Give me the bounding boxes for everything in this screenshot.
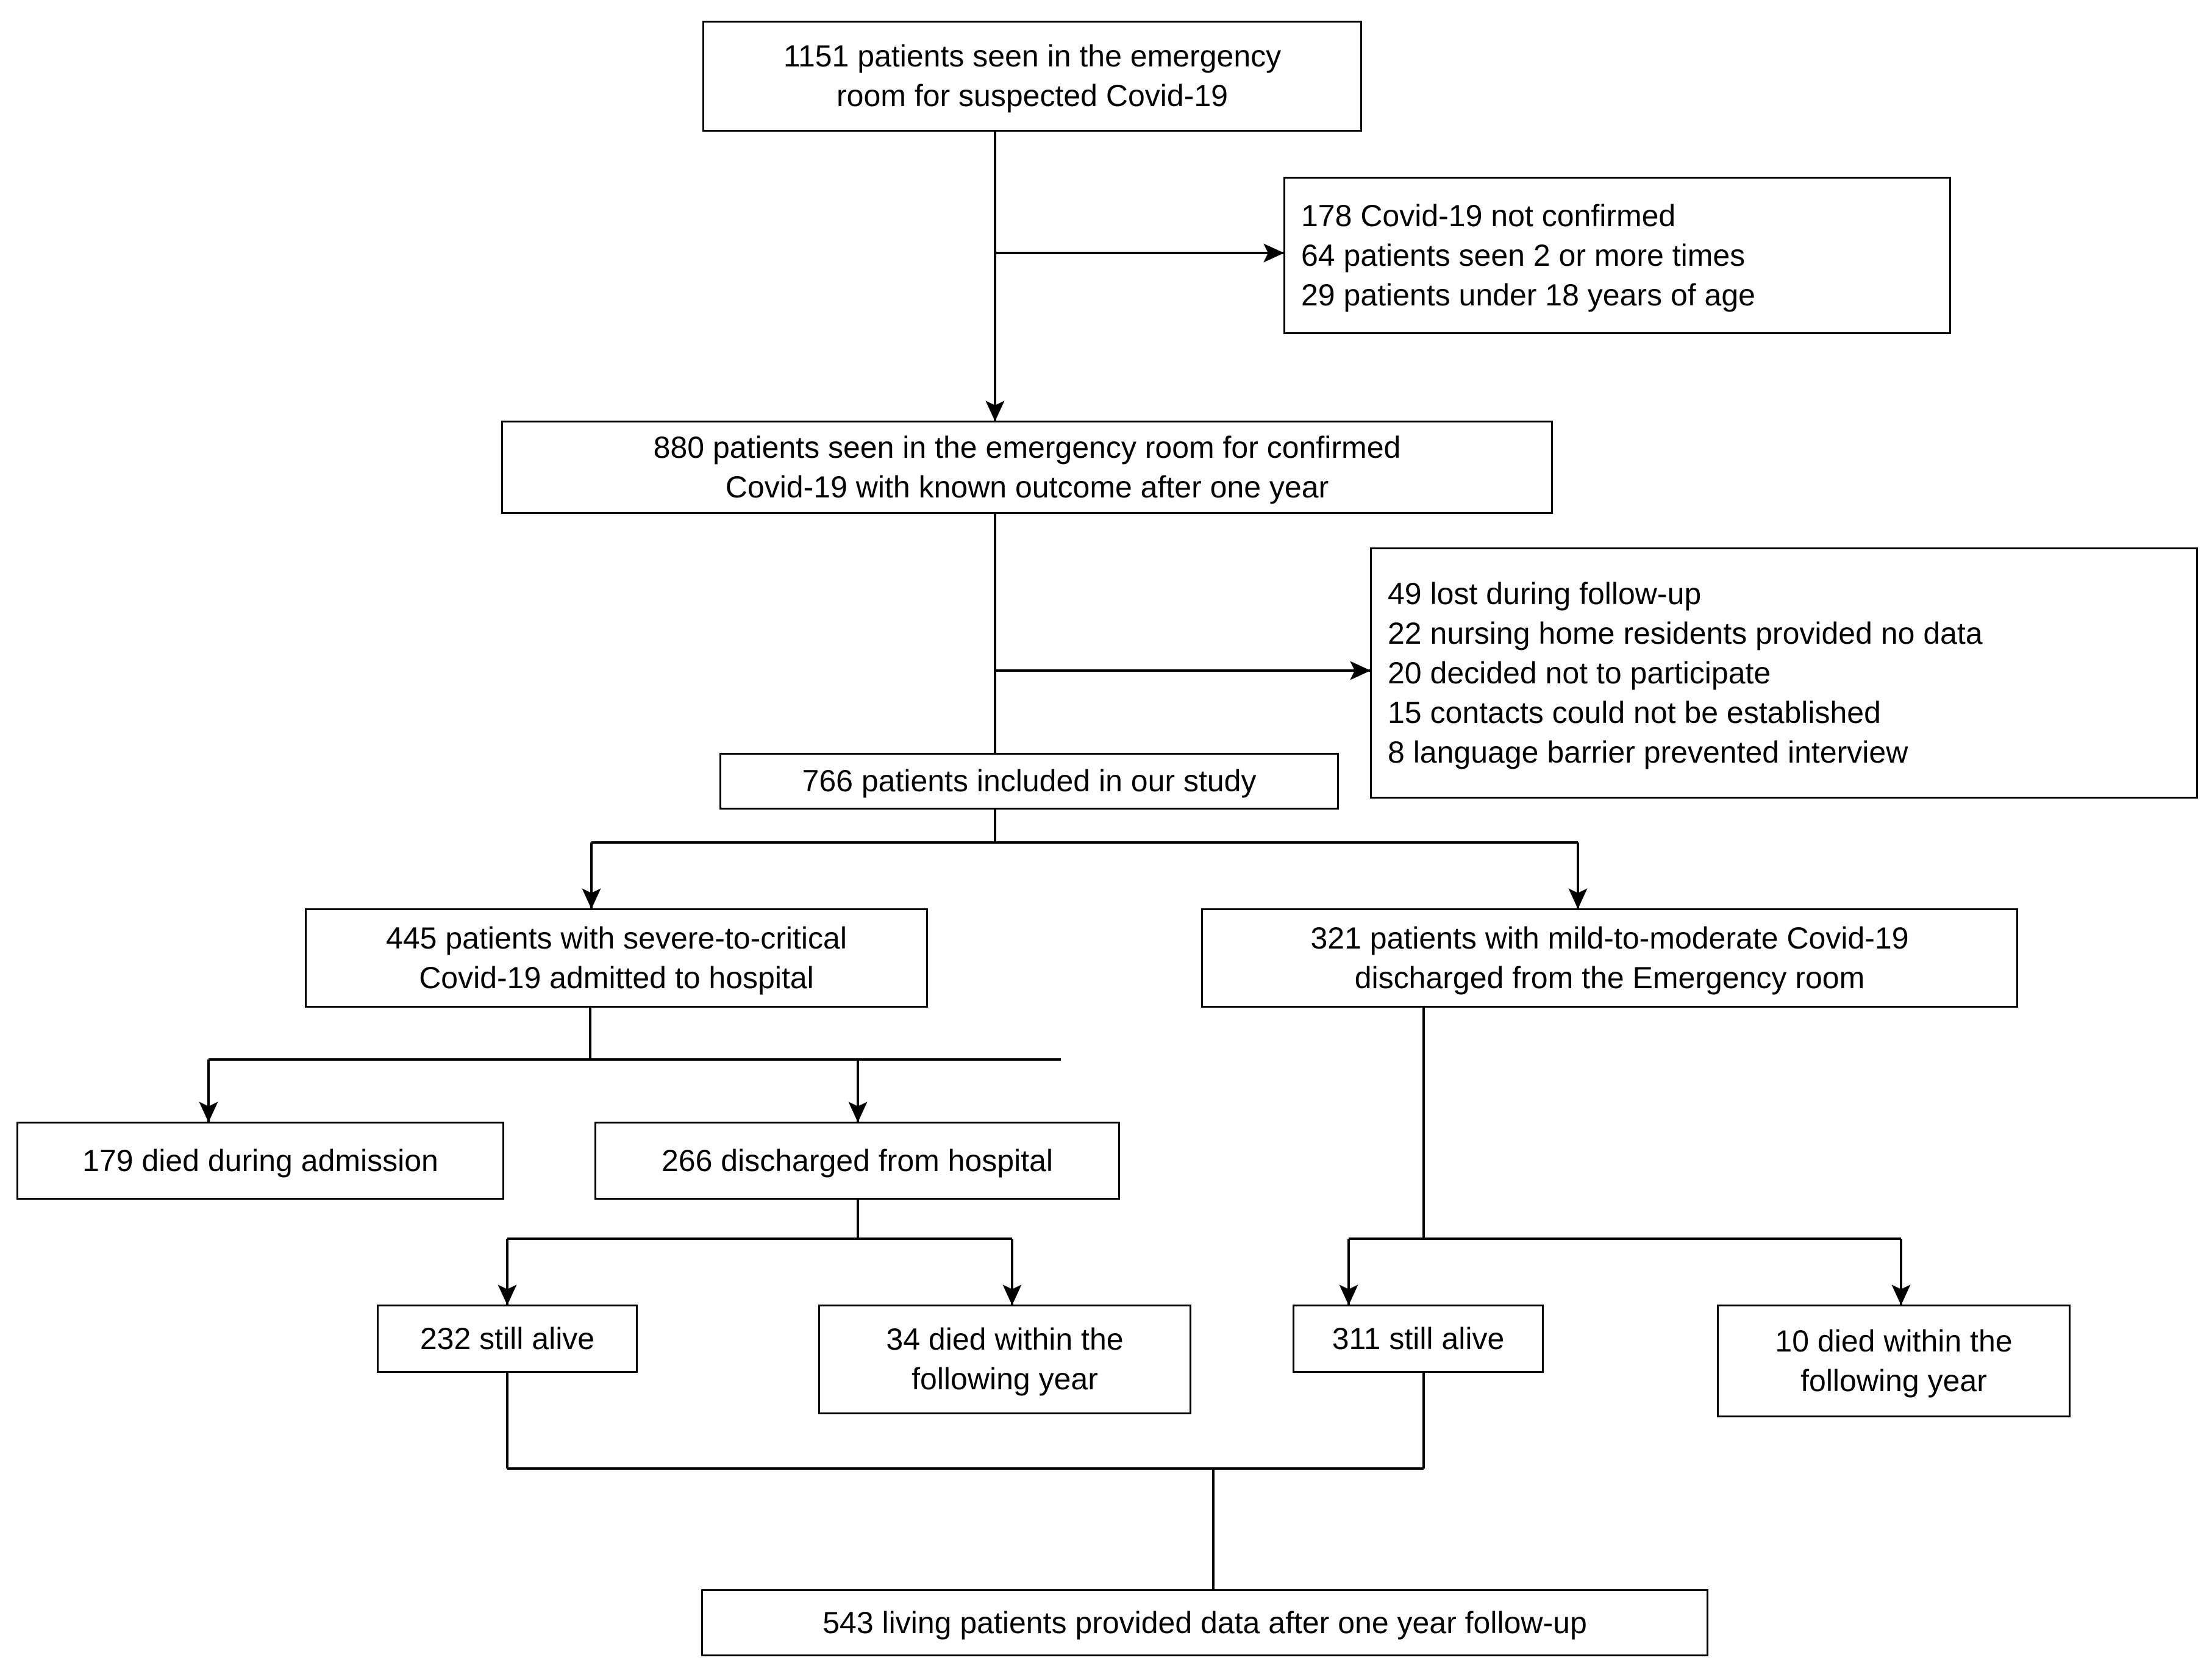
node-died-34-label: 34 died within the following year bbox=[886, 1322, 1124, 1396]
node-severe: 445 patients with severe-to-critical Cov… bbox=[305, 908, 928, 1008]
node-discharged-hospital-label: 266 discharged from hospital bbox=[661, 1143, 1054, 1178]
node-mild-label: 321 patients with mild-to-moderate Covid… bbox=[1310, 921, 1909, 995]
node-alive-311: 311 still alive bbox=[1293, 1305, 1544, 1373]
node-final-label: 543 living patients provided data after … bbox=[822, 1605, 1587, 1640]
node-confirmed: 880 patients seen in the emergency room … bbox=[501, 421, 1553, 514]
node-alive-311-label: 311 still alive bbox=[1332, 1321, 1505, 1356]
node-confirmed-label: 880 patients seen in the emergency room … bbox=[653, 430, 1401, 504]
node-screened: 1151 patients seen in the emergency room… bbox=[702, 21, 1362, 132]
node-mild: 321 patients with mild-to-moderate Covid… bbox=[1201, 908, 2018, 1008]
node-excluded-2: 49 lost during follow-up 22 nursing home… bbox=[1370, 547, 2198, 799]
node-died-10-label: 10 died within the following year bbox=[1775, 1323, 2013, 1398]
node-alive-232-label: 232 still alive bbox=[419, 1321, 595, 1356]
node-died-admission-label: 179 died during admission bbox=[82, 1143, 438, 1178]
node-died-admission: 179 died during admission bbox=[16, 1122, 504, 1200]
node-excluded-1: 178 Covid-19 not confirmed 64 patients s… bbox=[1283, 177, 1951, 334]
node-died-34: 34 died within the following year bbox=[818, 1305, 1191, 1414]
node-severe-label: 445 patients with severe-to-critical Cov… bbox=[386, 921, 847, 995]
node-included-label: 766 patients included in our study bbox=[802, 764, 1257, 798]
node-alive-232: 232 still alive bbox=[377, 1305, 638, 1373]
node-included: 766 patients included in our study bbox=[719, 753, 1339, 810]
node-died-10: 10 died within the following year bbox=[1717, 1305, 2071, 1417]
node-final: 543 living patients provided data after … bbox=[701, 1589, 1708, 1656]
node-screened-label: 1151 patients seen in the emergency room… bbox=[783, 39, 1282, 113]
node-discharged-hospital: 266 discharged from hospital bbox=[594, 1122, 1120, 1200]
node-excluded-2-label: 49 lost during follow-up 22 nursing home… bbox=[1388, 576, 1983, 769]
node-excluded-1-label: 178 Covid-19 not confirmed 64 patients s… bbox=[1301, 198, 1755, 312]
